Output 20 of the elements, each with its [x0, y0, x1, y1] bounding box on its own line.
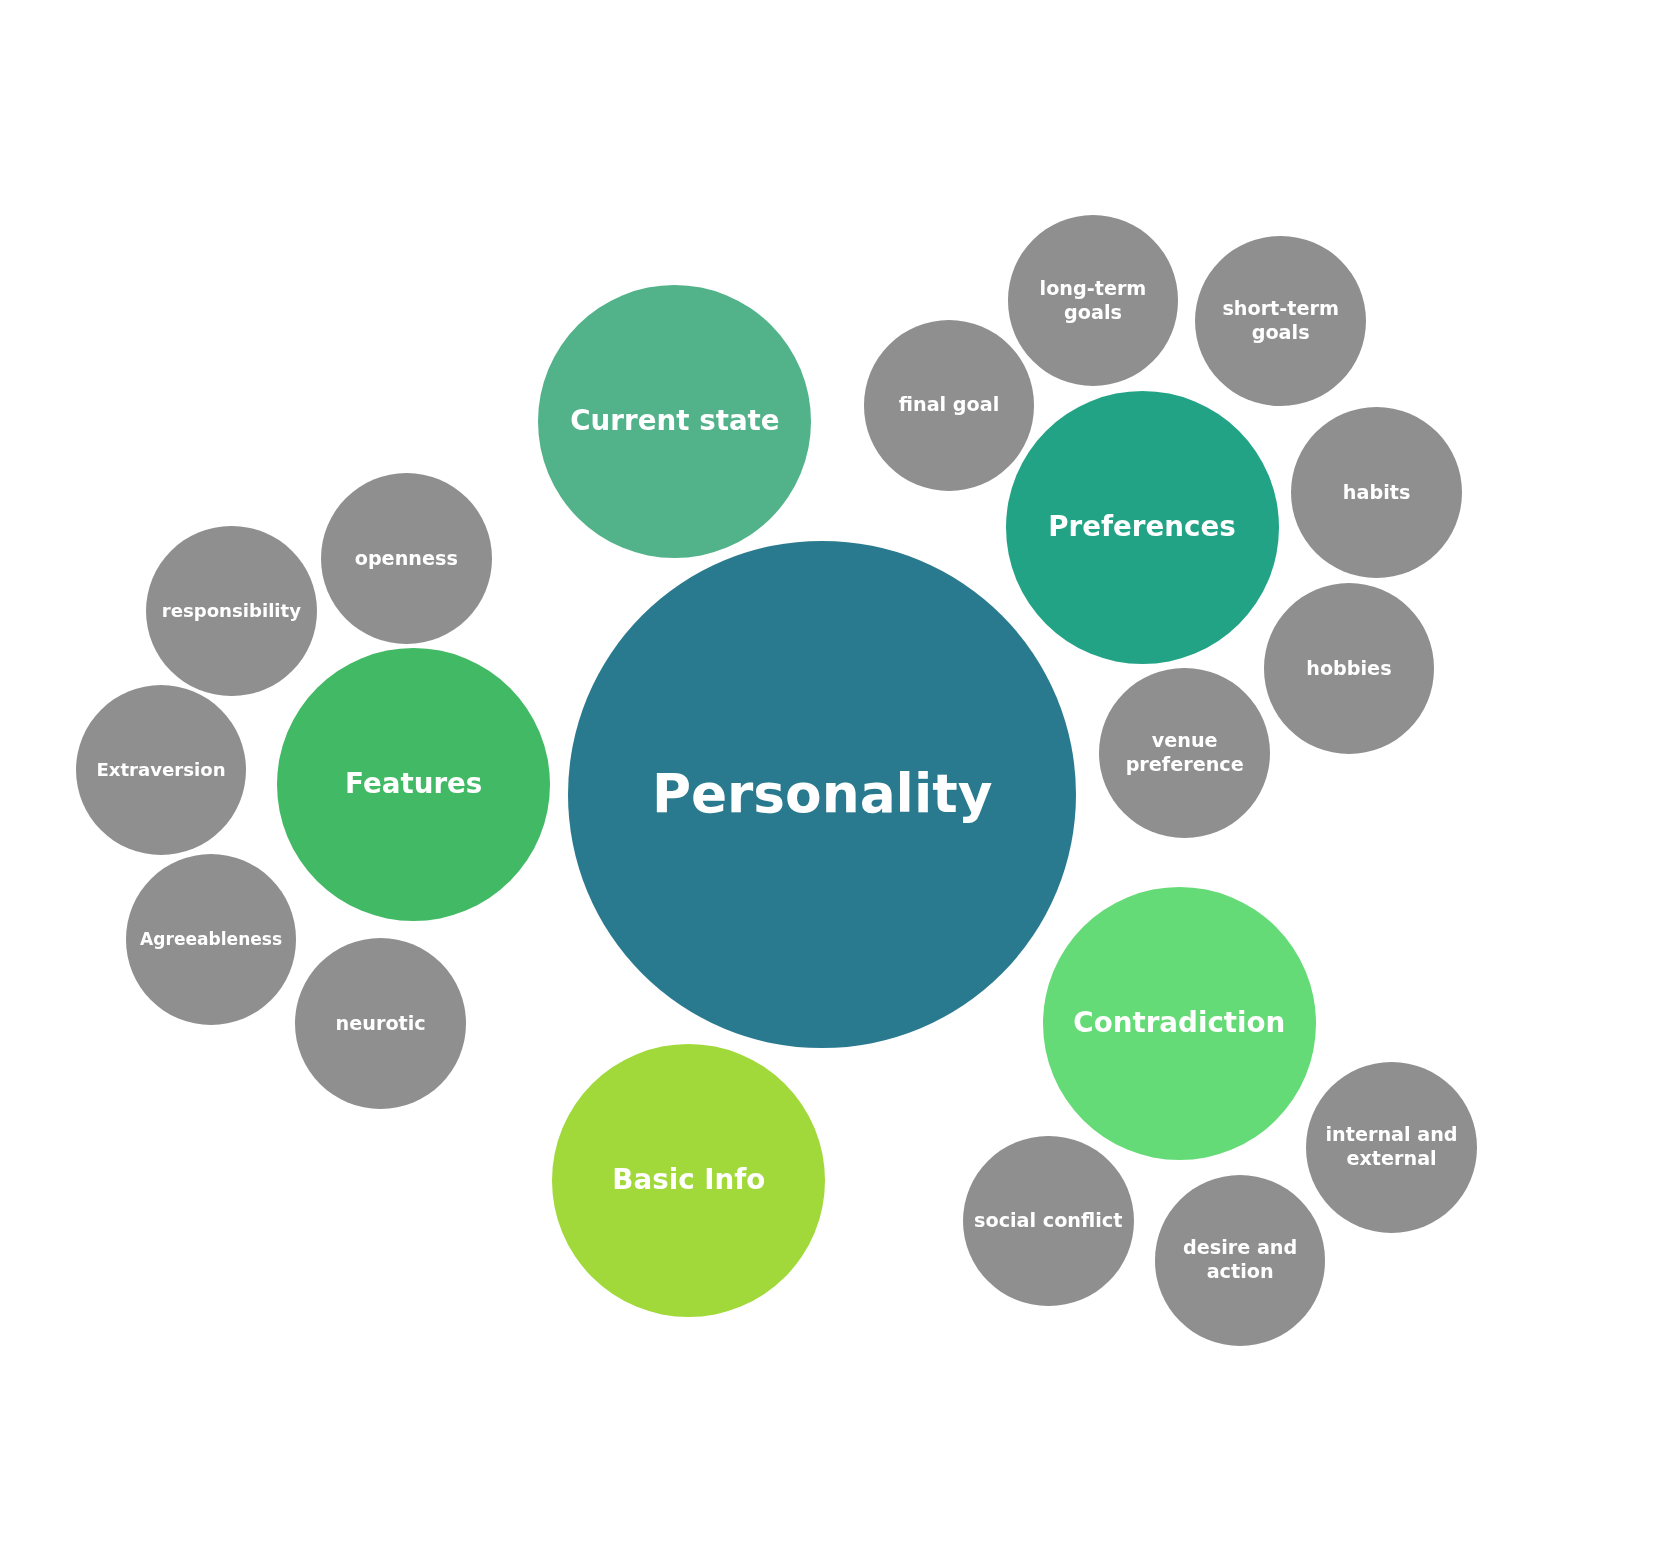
subtopic-label: openness [354, 546, 458, 571]
subtopic-label: long-term goals [1038, 276, 1148, 325]
subtopic-label: internal and external [1324, 1123, 1459, 1172]
subtopic-label: short-term goals [1221, 296, 1340, 345]
topic-label: Preferences [1048, 510, 1236, 546]
subtopic-label: Agreeableness [140, 928, 283, 951]
topic-label: Basic Info [612, 1163, 766, 1198]
subtopic-label: venue preference [1124, 728, 1245, 777]
subtopic-label: neurotic [335, 1011, 426, 1036]
subtopic-label: habits [1342, 480, 1411, 505]
subtopic-label: Extraversion [96, 758, 226, 782]
subtopic-label: final goal [898, 393, 1000, 418]
subtopic-label: responsibility [161, 599, 302, 623]
topic-label: Features [345, 767, 483, 803]
subtopic-label: social conflict [974, 1208, 1123, 1233]
subtopic-label: desire and action [1182, 1236, 1299, 1285]
subtopic-label: hobbies [1306, 656, 1392, 681]
topic-label: Current state [570, 403, 780, 439]
center-label: Personality [651, 762, 993, 828]
topic-label: Contradiction [1073, 1006, 1286, 1041]
